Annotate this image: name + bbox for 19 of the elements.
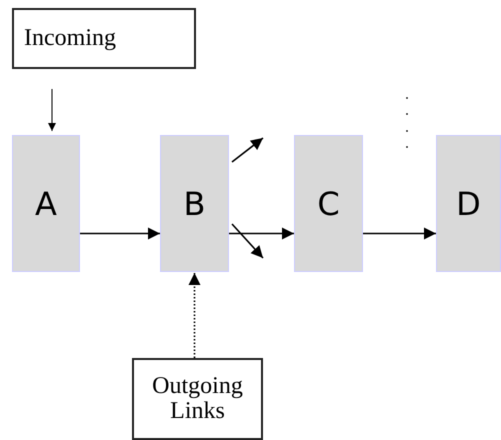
page-letter: D: [456, 184, 481, 222]
page-letter: B: [184, 184, 206, 222]
page-box: [294, 135, 363, 272]
page-letter: A: [35, 184, 57, 222]
arrow: [231, 223, 264, 259]
page-box: [12, 135, 80, 272]
box-label: Outgoing Links: [151, 374, 244, 424]
box-label: Incoming: [24, 26, 116, 52]
label-box: [132, 358, 263, 440]
arrow: [188, 273, 200, 358]
arrow: [48, 88, 56, 132]
arrow: [229, 228, 294, 240]
page-letter: C: [317, 184, 340, 222]
page-box: [436, 135, 501, 272]
arrow: [232, 137, 264, 163]
arrow: [80, 228, 160, 240]
page-box: [160, 135, 229, 272]
arrow: [363, 228, 436, 240]
label-box: [12, 8, 196, 69]
